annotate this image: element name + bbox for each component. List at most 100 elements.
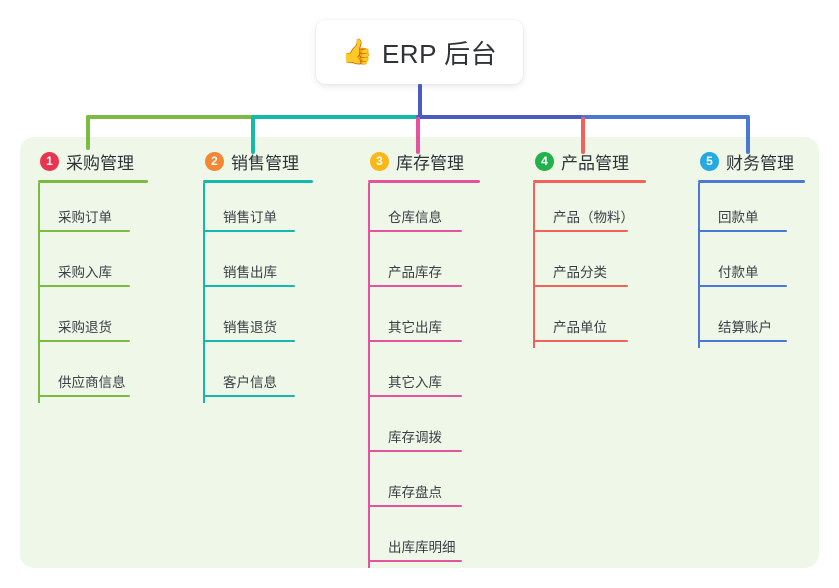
branch-child-rule <box>368 450 462 452</box>
branch-child-rule <box>203 230 295 232</box>
branch-title-label: 采购管理 <box>66 153 134 173</box>
branch-child-item[interactable]: 出库库明细 <box>368 513 480 568</box>
branch-title-label: 产品管理 <box>561 153 629 173</box>
drop-connector-5 <box>746 117 750 154</box>
branch-child-label: 销售出库 <box>223 265 277 280</box>
thumbs-up-icon: 👍 <box>341 37 373 66</box>
branch-child-label: 库存调拨 <box>388 430 442 445</box>
branch-spine <box>533 183 535 348</box>
branch-header-3[interactable]: 3 库存管理 <box>368 148 480 174</box>
branch-child-rule <box>698 285 787 287</box>
branch-child-rule <box>38 230 130 232</box>
branch-child-label: 供应商信息 <box>58 375 126 390</box>
branch-child-item[interactable]: 其它入库 <box>368 348 480 403</box>
branch-child-item[interactable]: 回款单 <box>698 183 805 238</box>
branch-child-item[interactable]: 供应商信息 <box>38 348 148 403</box>
branch-child-item[interactable]: 产品分类 <box>533 238 646 293</box>
branch-child-item[interactable]: 产品单位 <box>533 293 646 348</box>
drop-connector-3 <box>416 117 420 154</box>
branch-child-label: 产品库存 <box>388 265 442 280</box>
branch-child-rule <box>533 230 628 232</box>
branch-child-rule <box>38 395 130 397</box>
branch-number-badge: 5 <box>700 151 719 171</box>
branch-child-label: 出库库明细 <box>388 540 456 555</box>
branch-child-rule <box>203 285 295 287</box>
branch-child-item[interactable]: 销售出库 <box>203 238 313 293</box>
branch-child-item[interactable]: 客户信息 <box>203 348 313 403</box>
branch-child-label: 付款单 <box>718 265 759 280</box>
branch-spine <box>203 183 205 403</box>
branch-header-rule <box>38 180 148 183</box>
branch-child-item[interactable]: 采购退货 <box>38 293 148 348</box>
branch-spine <box>38 183 40 403</box>
branch-child-item[interactable]: 产品（物料） <box>533 183 646 238</box>
branch-children: 回款单付款单结算账户 <box>698 183 805 348</box>
drop-connector-2 <box>251 117 255 154</box>
drop-connector-1 <box>86 117 90 150</box>
branch-child-label: 仓库信息 <box>388 210 442 225</box>
branch-title-label: 财务管理 <box>726 153 794 173</box>
branch-child-item[interactable]: 销售订单 <box>203 183 313 238</box>
branch-number-badge: 4 <box>535 151 554 171</box>
branch-child-label: 结算账户 <box>718 320 772 335</box>
branch-header-rule <box>533 180 646 183</box>
branch-child-item[interactable]: 库存调拨 <box>368 403 480 458</box>
branch-child-rule <box>368 560 462 562</box>
branch-child-label: 采购退货 <box>58 320 112 335</box>
branch-title-label: 库存管理 <box>396 153 464 173</box>
branch-child-rule <box>533 285 628 287</box>
diagram-background-panel <box>20 137 819 568</box>
branch-child-item[interactable]: 采购订单 <box>38 183 148 238</box>
branch-column-5: 5 财务管理回款单付款单结算账户 <box>698 148 805 348</box>
branch-child-item[interactable]: 库存盘点 <box>368 458 480 513</box>
branch-child-rule <box>698 230 787 232</box>
branch-child-item[interactable]: 销售退货 <box>203 293 313 348</box>
branch-child-rule <box>368 340 462 342</box>
root-vertical-connector <box>418 84 422 119</box>
branch-child-rule <box>533 340 628 342</box>
branch-child-label: 产品（物料） <box>553 210 634 225</box>
branch-child-rule <box>698 340 787 342</box>
root-node-card[interactable]: 👍 ERP 后台 <box>316 20 523 84</box>
branch-child-item[interactable]: 其它出库 <box>368 293 480 348</box>
branch-children: 产品（物料） 产品分类产品单位 <box>533 183 646 348</box>
branch-header-rule <box>698 180 805 183</box>
branch-children: 采购订单采购入库采购退货供应商信息 <box>38 183 148 403</box>
branch-child-rule <box>368 505 462 507</box>
branch-header-4[interactable]: 4 产品管理 <box>533 148 646 174</box>
branch-child-item[interactable]: 结算账户 <box>698 293 805 348</box>
branch-children: 销售订单销售出库销售退货客户信息 <box>203 183 313 403</box>
branch-child-rule <box>368 230 462 232</box>
branch-child-rule <box>368 285 462 287</box>
branch-header-5[interactable]: 5 财务管理 <box>698 148 805 174</box>
branch-column-3: 3 库存管理仓库信息产品库存其它出库其它入库库存调拨库存盘点出库库明细 <box>368 148 480 568</box>
branch-child-label: 回款单 <box>718 210 759 225</box>
branch-number-badge: 3 <box>370 151 389 171</box>
branch-child-label: 库存盘点 <box>388 485 442 500</box>
branch-number-badge: 2 <box>205 151 224 171</box>
branch-child-item[interactable]: 付款单 <box>698 238 805 293</box>
branch-child-item[interactable]: 产品库存 <box>368 238 480 293</box>
branch-child-item[interactable]: 采购入库 <box>38 238 148 293</box>
branch-child-item[interactable]: 仓库信息 <box>368 183 480 238</box>
connector-segment-3 <box>416 115 585 119</box>
branch-header-rule <box>368 180 480 183</box>
branch-child-label: 产品分类 <box>553 265 607 280</box>
branch-child-label: 其它出库 <box>388 320 442 335</box>
branch-spine <box>368 183 370 568</box>
branch-child-label: 销售退货 <box>223 320 277 335</box>
drop-connector-4 <box>581 117 585 154</box>
branch-child-label: 销售订单 <box>223 210 277 225</box>
connector-segment-4 <box>581 115 750 119</box>
branch-children: 仓库信息产品库存其它出库其它入库库存调拨库存盘点出库库明细 <box>368 183 480 568</box>
branch-child-rule <box>203 340 295 342</box>
branch-child-rule <box>38 285 130 287</box>
branch-child-rule <box>203 395 295 397</box>
branch-child-label: 产品单位 <box>553 320 607 335</box>
branch-spine <box>698 183 700 348</box>
